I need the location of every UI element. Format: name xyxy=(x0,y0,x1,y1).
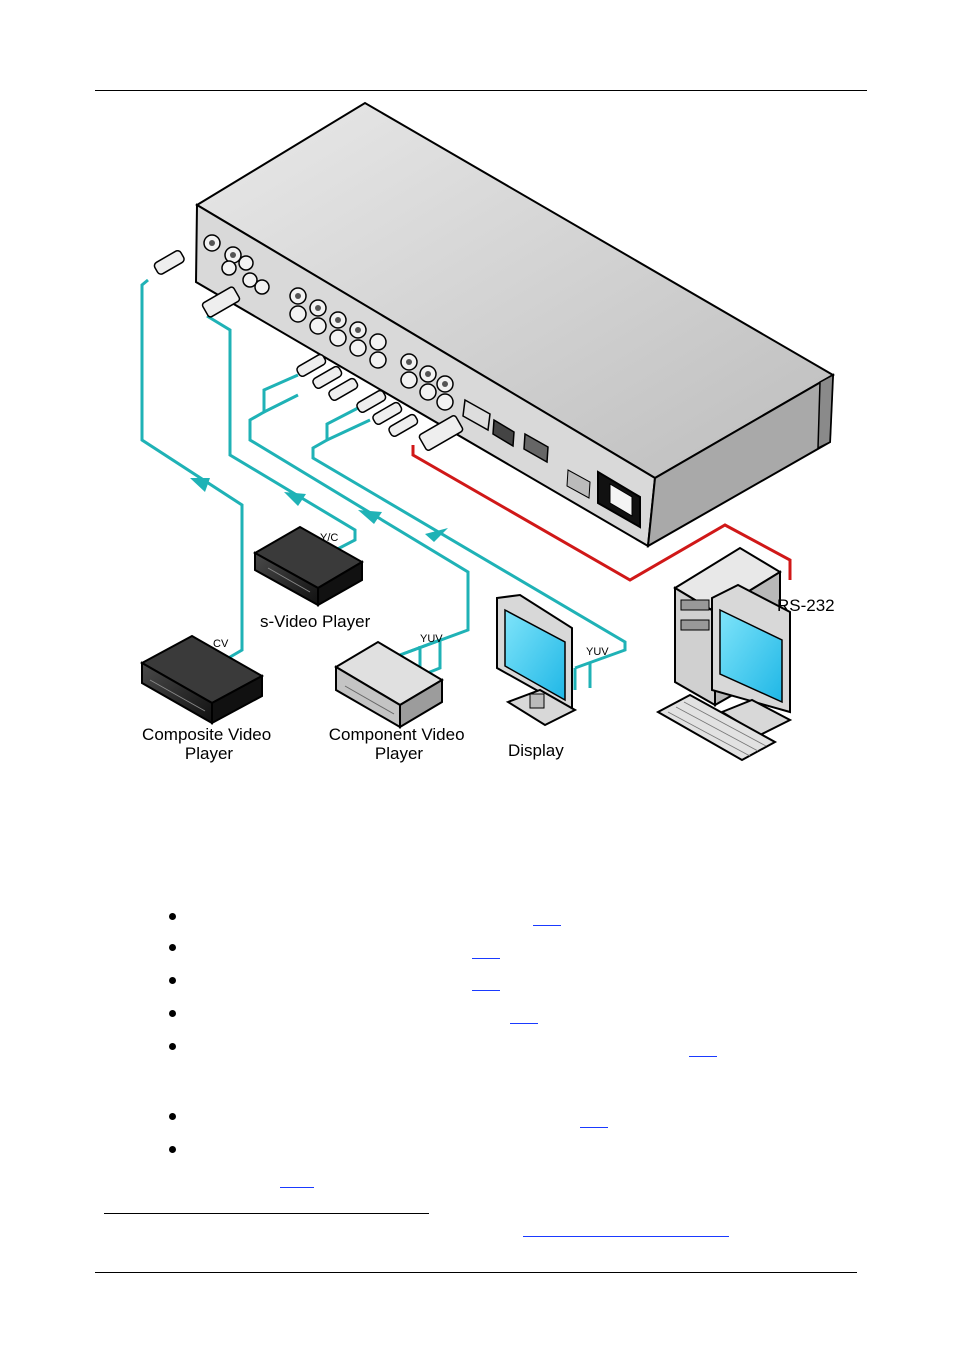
yc-label: Y/C xyxy=(320,532,338,544)
connection-diagram: CV Y/C YUV YUV s-Video Player RS-232 Dis… xyxy=(139,101,835,763)
link-ref-5[interactable] xyxy=(689,1056,717,1057)
link-ref-3[interactable] xyxy=(472,990,500,991)
rs232-cable xyxy=(411,445,792,582)
bullet-5 xyxy=(169,1043,176,1050)
rs232-label: RS-232 xyxy=(777,596,835,615)
link-ref-4[interactable] xyxy=(510,1023,538,1024)
composite-player-label-line2: Player xyxy=(185,744,234,763)
footnote-link[interactable] xyxy=(523,1236,729,1237)
link-ref-1[interactable] xyxy=(533,925,561,926)
display-label: Display xyxy=(508,741,564,760)
bullet-7 xyxy=(169,1146,176,1153)
footnote-rule xyxy=(104,1213,429,1214)
composite-player-label-line1: Composite Video xyxy=(142,725,271,744)
bullet-1 xyxy=(169,913,176,920)
component-player-label-line2: Player xyxy=(375,744,424,763)
bullet-6 xyxy=(169,1113,176,1120)
component-player-device xyxy=(334,640,444,729)
link-ref-7[interactable] xyxy=(280,1187,314,1188)
yuv-component-label: YUV xyxy=(420,633,443,645)
svideo-player-device xyxy=(252,525,364,607)
footer-rule xyxy=(95,1272,857,1273)
pc-device xyxy=(655,546,793,762)
display-device xyxy=(496,593,578,727)
component-player-label: Component Video Player xyxy=(329,725,470,763)
bullet-3 xyxy=(169,977,176,984)
link-ref-6[interactable] xyxy=(580,1127,608,1128)
link-ref-2[interactable] xyxy=(472,958,500,959)
composite-player-device xyxy=(139,634,265,725)
yuv-display-label: YUV xyxy=(586,646,609,658)
switcher-unit xyxy=(194,101,835,548)
bullet-4 xyxy=(169,1010,176,1017)
signal-arrows xyxy=(190,478,448,542)
bullet-2 xyxy=(169,944,176,951)
header-rule xyxy=(95,90,867,91)
plugs xyxy=(153,250,464,451)
component-player-label-line1: Component Video xyxy=(329,725,465,744)
composite-player-label: Composite Video Player xyxy=(142,725,276,763)
svideo-player-label: s-Video Player xyxy=(260,612,371,631)
cv-label: CV xyxy=(213,638,229,650)
